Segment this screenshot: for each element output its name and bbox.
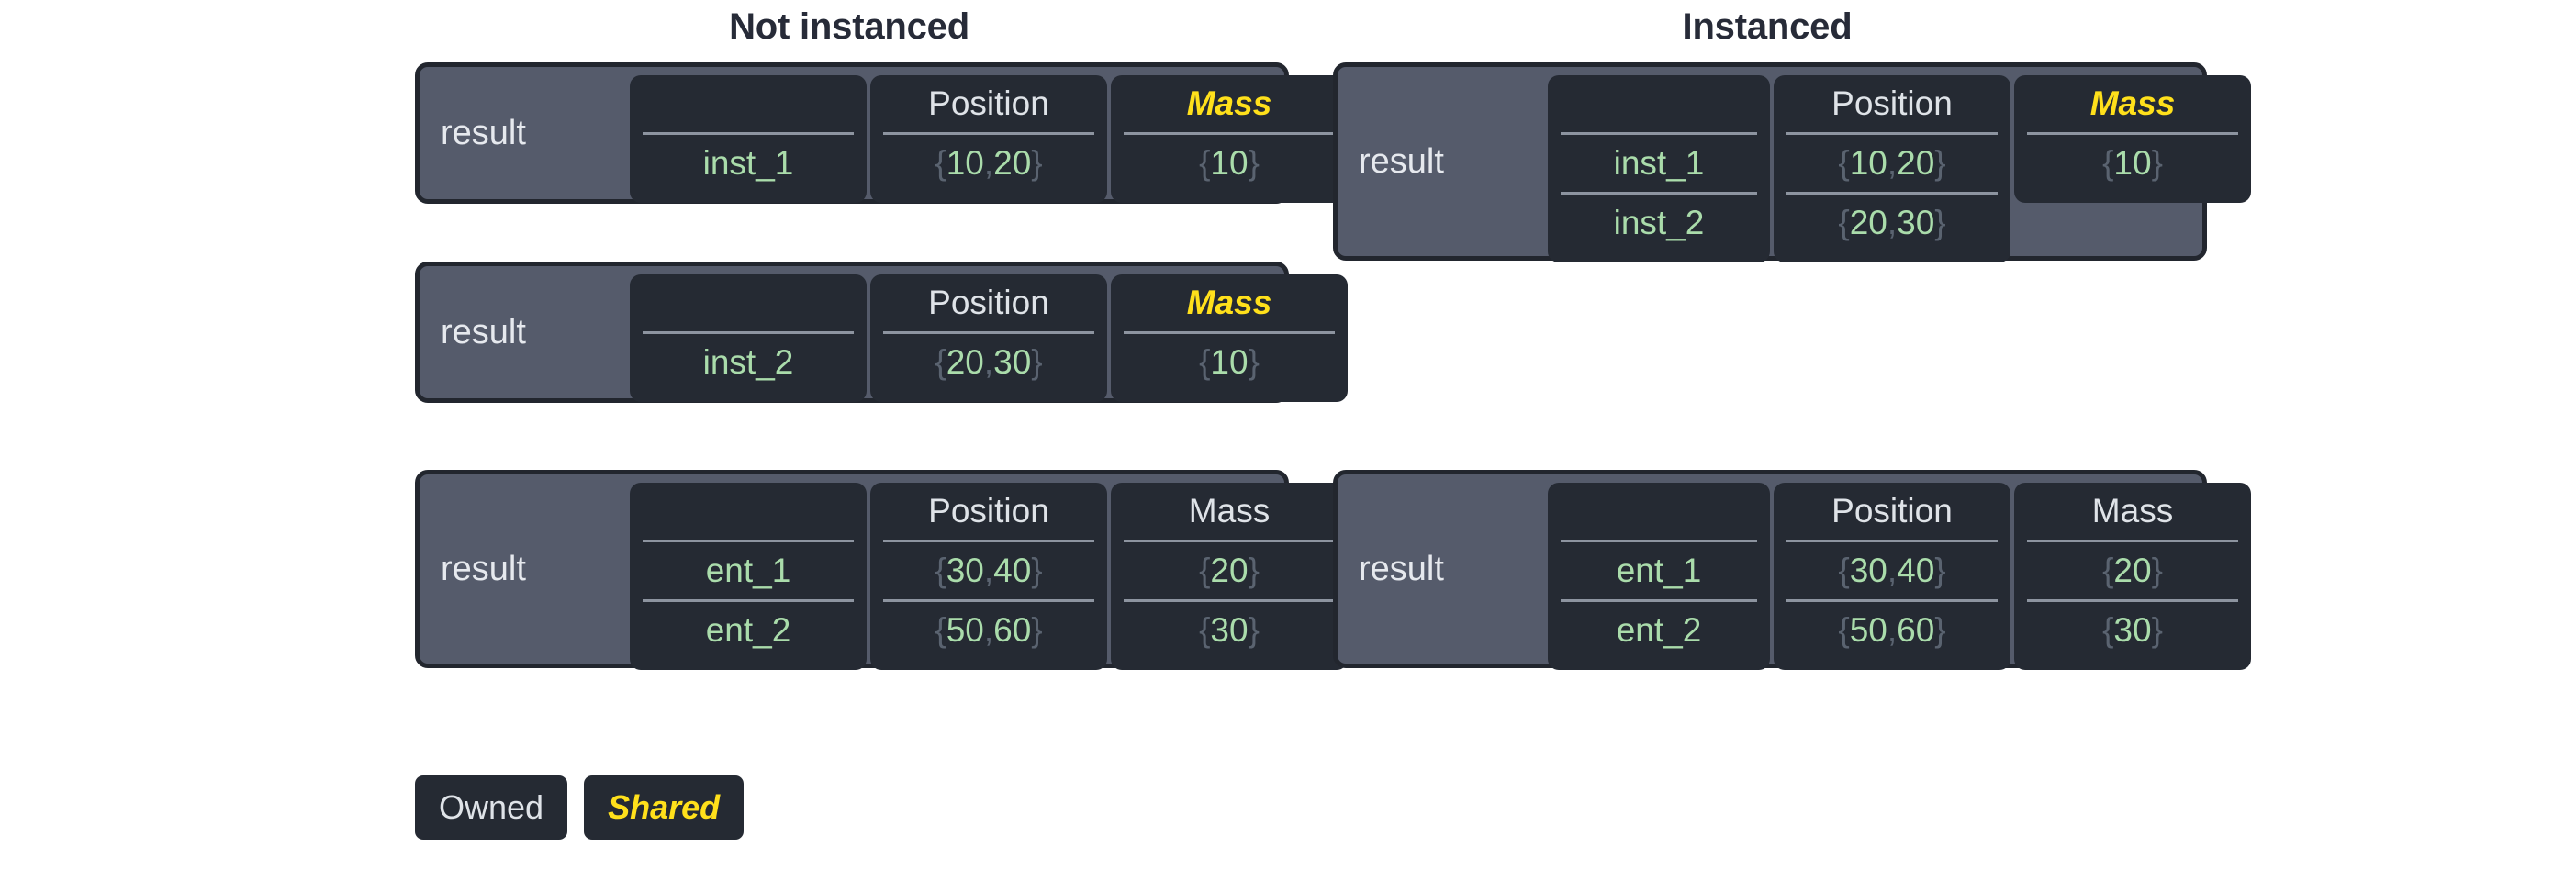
legend-chip-shared: Shared: [584, 775, 745, 840]
column-mass: Mass {20}{30}: [2014, 483, 2251, 670]
column-header: Mass: [2089, 84, 2176, 122]
table-cell: {30, 40}: [883, 540, 1094, 599]
table-cell: ent_2: [1561, 599, 1757, 659]
result-block: result inst_1 Position {10, 20} Mass {10}: [415, 62, 1348, 204]
table-cell: ent_1: [643, 540, 854, 599]
column-mass: Mass {10}: [1111, 75, 1348, 203]
table-cell: {20}: [1124, 540, 1335, 599]
column-header-blank: [643, 75, 854, 132]
column-header: Position: [1831, 492, 1953, 530]
table-cell: {20, 30}: [883, 331, 1094, 391]
column-title-instanced: Instanced: [1682, 6, 1853, 47]
column-header-blank: [1561, 75, 1757, 132]
column-header: Position: [1831, 84, 1953, 122]
table-cell: {30}: [2027, 599, 2238, 659]
table-cell: ent_1: [1561, 540, 1757, 599]
column-mass: Mass {10}: [1111, 274, 1348, 402]
table-cell: {50, 60}: [1786, 599, 1998, 659]
column-title-not-instanced: Not instanced: [729, 6, 969, 47]
column-position: Position {10, 20}{20, 30}: [1774, 75, 2010, 262]
block-label-result: result: [441, 549, 526, 588]
column-header-blank: [1561, 483, 1757, 540]
column-position: Position {10, 20}: [870, 75, 1107, 203]
table-cell: {20}: [2027, 540, 2238, 599]
column-header-blank: [643, 483, 854, 540]
block-label-result: result: [441, 312, 526, 351]
column-mass: Mass {10}: [2014, 75, 2251, 203]
column-name: inst_2: [630, 274, 867, 402]
table-cell: inst_2: [643, 331, 854, 391]
column-header: Mass: [2091, 492, 2174, 530]
column-position: Position {20, 30}: [870, 274, 1107, 402]
table-cell: {30}: [1124, 599, 1335, 659]
table-cell: {10, 20}: [883, 132, 1094, 192]
legend: Owned Shared: [415, 775, 745, 840]
table-cell: {10, 20}: [1786, 132, 1998, 192]
table-cell: inst_2: [1561, 192, 1757, 251]
column-header-blank: [643, 274, 854, 331]
column-header: Position: [928, 84, 1049, 122]
result-block: result inst_2 Position {20, 30} Mass {10}: [415, 262, 1348, 403]
table-cell: {50, 60}: [883, 599, 1094, 659]
column-position: Position {30, 40}{50, 60}: [870, 483, 1107, 670]
block-label-result: result: [1359, 141, 1444, 181]
column-group: inst_1 Position {10, 20} Mass {10}: [630, 75, 1348, 203]
column-name: inst_1: [630, 75, 867, 203]
table-cell: inst_1: [1561, 132, 1757, 192]
column-header: Mass: [1186, 84, 1272, 122]
column-header: Mass: [1188, 492, 1271, 530]
table-cell: {20, 30}: [1786, 192, 1998, 251]
table-cell: ent_2: [643, 599, 854, 659]
column-position: Position {30, 40}{50, 60}: [1774, 483, 2010, 670]
column-header: Mass: [1186, 284, 1272, 321]
block-label-result: result: [441, 113, 526, 152]
column-mass: Mass {20}{30}: [1111, 483, 1348, 670]
column-header: Position: [928, 284, 1049, 321]
table-cell: {10}: [1124, 331, 1335, 391]
column-group: inst_2 Position {20, 30} Mass {10}: [630, 274, 1348, 402]
legend-chip-owned: Owned: [415, 775, 568, 840]
table-cell: inst_1: [643, 132, 854, 192]
table-cell: {30, 40}: [1786, 540, 1998, 599]
column-header: Position: [928, 492, 1049, 530]
table-cell: {10}: [1124, 132, 1335, 192]
block-label-result: result: [1359, 549, 1444, 588]
table-cell: {10}: [2027, 132, 2238, 192]
